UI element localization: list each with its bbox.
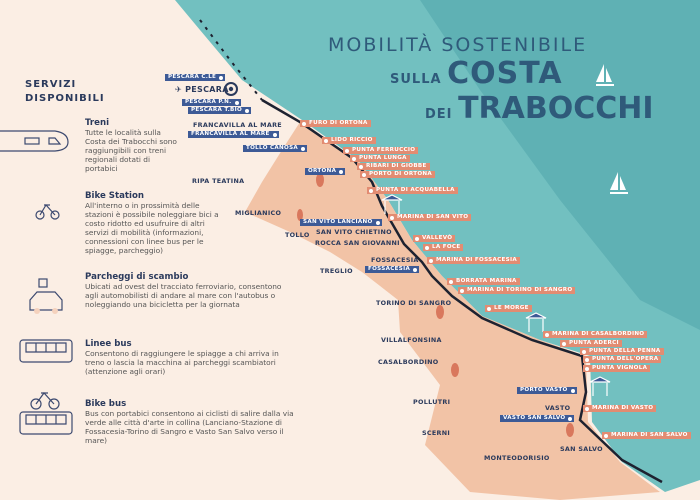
town-label: VASTO: [545, 404, 571, 412]
pescara-station-dot: [228, 86, 234, 92]
services-title: SERVIZI DISPONIBILI: [25, 78, 105, 106]
town-label: CASALBORDINO: [378, 358, 439, 366]
title-line-2: SULLA COSTA: [390, 58, 563, 96]
services-title-1: SERVIZI: [25, 79, 77, 90]
station-label[interactable]: PESCARA P.N.: [182, 99, 241, 106]
station-label[interactable]: SAN VITO LANCIANO: [300, 219, 382, 226]
service-description: Tutte le località sulla Costa dei Traboc…: [85, 128, 177, 173]
airport-name: PESCARA: [185, 85, 229, 94]
poi-label[interactable]: PUNTA DI ACQUABELLA: [367, 187, 458, 194]
service-description: Ubicati ad ovest del tracciato ferroviar…: [85, 282, 282, 309]
station-label[interactable]: FOSSACESIA: [365, 266, 420, 273]
town-label: MIGLIANICO: [235, 209, 282, 217]
town-label: FOSSACESIA: [371, 256, 419, 264]
trabocco-icon: [589, 376, 611, 396]
title-line-3: DEI TRABOCCHI: [425, 93, 654, 131]
poi-label[interactable]: PUNTA ADERCI: [560, 340, 622, 347]
town-label: FRANCAVILLA AL MARE: [193, 121, 282, 129]
poi-label[interactable]: BORRATA MARINA: [447, 278, 520, 285]
station-label[interactable]: TOLLO CANOSA: [243, 145, 308, 152]
poi-label[interactable]: LIDO RICCIO: [322, 137, 376, 144]
town-label: ROCCA SAN GIOVANNI: [315, 239, 400, 247]
station-label[interactable]: VASTO SAN SALVO: [500, 415, 575, 422]
poi-label[interactable]: MARINA DI FOSSACESIA: [427, 257, 520, 264]
tree-icon: [297, 173, 574, 437]
poi-label[interactable]: PUNTA DELL'OPERA: [583, 356, 662, 363]
station-label[interactable]: PESCARA C.LE: [165, 74, 226, 81]
title-dei: DEI: [425, 107, 453, 122]
poi-label[interactable]: MARINA DI VASTO: [583, 405, 657, 412]
town-label: SCERNI: [422, 429, 451, 437]
trabocco-icon: [525, 312, 547, 332]
town-label: TORINO DI SANGRO: [376, 299, 452, 307]
title-trabocchi: TRABOCCHI: [458, 91, 654, 126]
poi-label[interactable]: MARINA DI CASALBORDINO: [543, 331, 648, 338]
service-name: Treni: [85, 118, 110, 128]
service-name: Parcheggi di scambio: [85, 272, 189, 282]
bicycle-icon: [35, 203, 60, 220]
poi-label[interactable]: LA FOCE: [423, 244, 464, 251]
poi-label[interactable]: MARINA DI SAN SALVO: [602, 432, 691, 439]
service-description: All'interno o in prossimità delle stazio…: [85, 201, 219, 255]
airplane-icon: ✈: [175, 85, 183, 94]
town-label: POLLUTRI: [413, 398, 451, 406]
services-title-2: DISPONIBILI: [25, 93, 105, 104]
station-label[interactable]: PESCARA T.BIO: [188, 107, 252, 114]
poi-label[interactable]: PORTO DI ORTONA: [360, 171, 435, 178]
town-label: RIPA TEATINA: [192, 177, 245, 185]
title-costa: COSTA: [447, 56, 563, 91]
service-name: Bike Station: [85, 191, 144, 201]
poi-label[interactable]: RIBARI DI GIOBBE: [357, 163, 430, 170]
town-label: SAN SALVO: [560, 445, 603, 453]
station-label[interactable]: ORTONA: [305, 168, 346, 175]
service-description: Bus con portabici consentono ai ciclisti…: [85, 409, 294, 445]
station-label[interactable]: FRANCAVILLA AL MARE: [188, 131, 279, 138]
service-name: Bike bus: [85, 399, 127, 409]
airport-label: ✈ PESCARA: [175, 85, 229, 95]
poi-label[interactable]: PUNTA LUNGA: [350, 155, 410, 162]
station-label[interactable]: PORTO VASTO: [517, 387, 577, 394]
town-label: VILLALFONSINA: [381, 336, 442, 344]
poi-label[interactable]: VALLEVÒ: [413, 235, 456, 242]
pescara-station-icon: [224, 82, 238, 96]
sea-deep: [420, 0, 700, 330]
car-parking-icon: [29, 278, 63, 314]
bus-icon: [19, 339, 73, 363]
title-line-1: MOBILITÀ SOSTENIBILE: [328, 34, 588, 56]
poi-label[interactable]: LE MORGE: [485, 305, 532, 312]
town-label: SAN VITO CHIETINO: [316, 228, 392, 236]
town-label: MONTEODORISIO: [484, 454, 550, 462]
service-name: Linee bus: [85, 339, 132, 349]
land: [245, 122, 660, 500]
bike-bus-icon: [19, 392, 73, 435]
service-description: Consentono di raggiungere le spiagge a c…: [85, 349, 279, 376]
poi-label[interactable]: PUNTA FERRUCCIO: [343, 147, 419, 154]
poi-label[interactable]: MARINA DI SAN VITO: [388, 214, 472, 221]
poi-label[interactable]: FURO DI ORTONA: [300, 120, 371, 127]
sailboat-icon: [596, 64, 614, 86]
town-label: TREGLIO: [320, 267, 353, 275]
trabocco-icon: [381, 194, 403, 214]
train-icon: [0, 130, 69, 152]
title-sulla: SULLA: [390, 72, 442, 87]
poi-label[interactable]: PUNTA DELLA PENNA: [580, 348, 664, 355]
town-label: TOLLO: [285, 231, 310, 239]
sailboat-icon: [610, 172, 628, 194]
poi-label[interactable]: PUNTA VIGNOLA: [583, 365, 651, 372]
poi-label[interactable]: MARINA DI TORINO DI SANGRO: [458, 287, 576, 294]
